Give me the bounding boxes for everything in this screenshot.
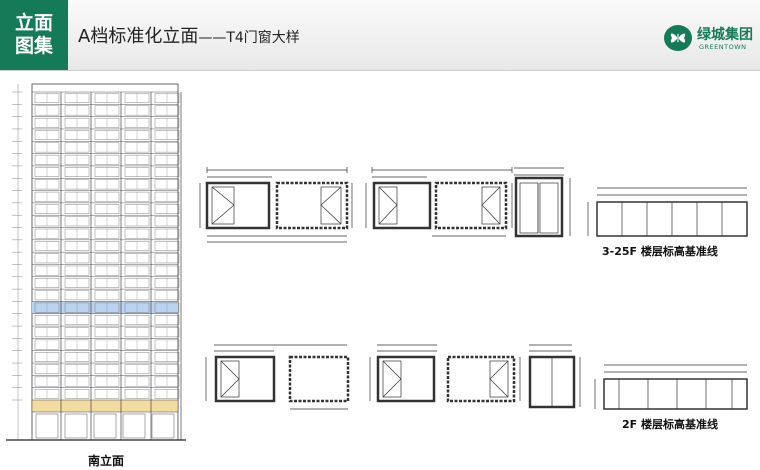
shop-door bbox=[151, 413, 175, 439]
shop-door bbox=[93, 413, 117, 439]
page-title-sub: ——T4门窗大样 bbox=[198, 30, 300, 46]
window-details-bottom bbox=[205, 344, 748, 410]
window-detail-top-1 bbox=[199, 167, 353, 243]
railing-detail-top bbox=[587, 187, 748, 237]
bottom-row-caption: 2F 楼层标高基准线 bbox=[622, 418, 718, 431]
south-elevation-drawing bbox=[6, 83, 186, 441]
elevation-caption: 南立面 bbox=[88, 454, 125, 468]
window-detail-bottom-2 bbox=[369, 344, 521, 403]
railing-detail-bottom bbox=[594, 364, 748, 410]
company-logo: 绿城集团 GREENTOWN bbox=[663, 24, 758, 52]
header-bar: 立面 图集 A档标准化立面——T4门窗大样 绿城集团 GREENTOWN bbox=[0, 0, 760, 71]
door-detail-top bbox=[514, 167, 571, 238]
window-detail-bottom-1 bbox=[205, 344, 350, 410]
shop-door bbox=[122, 413, 146, 439]
top-row-caption: 3-25F 楼层标高基准线 bbox=[602, 245, 718, 258]
page-title: A档标准化立面——T4门窗大样 bbox=[78, 22, 300, 48]
building-outline bbox=[31, 83, 179, 441]
door-detail-bottom bbox=[528, 344, 581, 409]
clover-leaf-icon bbox=[664, 25, 692, 51]
section-tag: 立面 图集 bbox=[0, 0, 68, 70]
logo-en: GREENTOWN bbox=[699, 43, 747, 51]
refuge-floor-band bbox=[32, 301, 178, 314]
shop-door bbox=[35, 413, 59, 439]
shopfront-band bbox=[31, 399, 179, 413]
logo-name: 绿城集团 bbox=[697, 27, 753, 43]
window-details-top bbox=[199, 167, 748, 243]
section-tag-line1: 立面 bbox=[14, 12, 53, 34]
page-title-main: A档标准化立面 bbox=[78, 26, 199, 47]
shop-door bbox=[64, 413, 88, 439]
window-detail-top-2 bbox=[365, 167, 513, 237]
section-tag-line2: 图集 bbox=[14, 35, 53, 57]
